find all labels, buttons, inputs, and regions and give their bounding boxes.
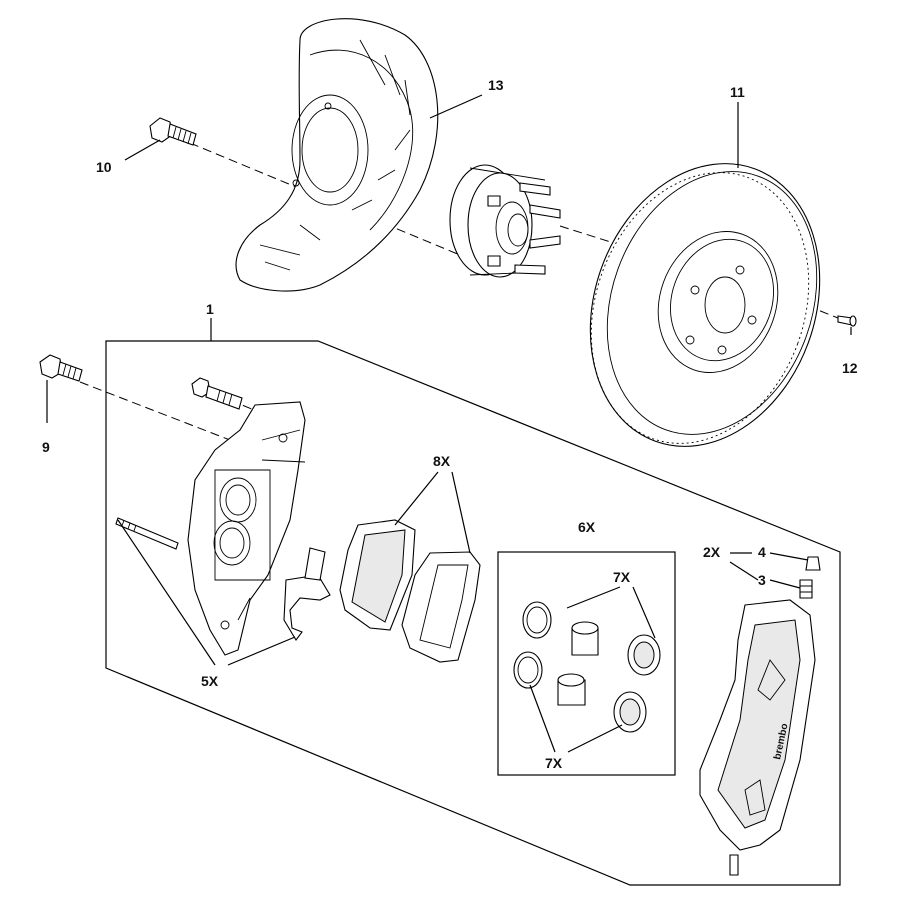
bleeder-cap-4 bbox=[805, 556, 821, 571]
label-8x: 8X bbox=[433, 453, 451, 469]
seal-kit-box bbox=[497, 551, 676, 776]
spring-clip bbox=[283, 547, 331, 641]
label-10: 10 bbox=[96, 159, 112, 175]
axis-line-lower bbox=[79, 381, 231, 441]
label-6x: 6X bbox=[578, 519, 596, 535]
caliper-inner-half bbox=[187, 401, 306, 656]
brake-rotor bbox=[589, 163, 821, 447]
label-12: 12 bbox=[842, 360, 858, 376]
label-1: 1 bbox=[206, 301, 214, 317]
brake-pad-rear bbox=[401, 551, 481, 663]
wheel-hub bbox=[449, 164, 561, 278]
label-4: 4 bbox=[758, 544, 766, 560]
bolt-9 bbox=[39, 354, 83, 382]
label-13: 13 bbox=[488, 77, 504, 93]
label-7x-bottom: 7X bbox=[545, 755, 563, 771]
axis-line-hub-rotor bbox=[559, 225, 621, 246]
label-7x-top: 7X bbox=[613, 569, 631, 585]
caliper-bolt bbox=[191, 377, 243, 410]
guide-pin bbox=[115, 517, 179, 550]
label-9: 9 bbox=[42, 439, 50, 455]
assembly-outline-box bbox=[105, 340, 841, 886]
caliper-outer-half: brembo bbox=[699, 599, 816, 876]
label-5x: 5X bbox=[201, 673, 219, 689]
bolt-10 bbox=[149, 117, 197, 146]
label-3: 3 bbox=[758, 572, 766, 588]
brake-pad-front bbox=[339, 519, 416, 631]
locating-pin-12 bbox=[837, 315, 857, 327]
leader-lines bbox=[46, 94, 852, 753]
callout-labels: 13 11 10 12 1 9 8X 5X 6X 7X 7X 2X 4 3 bbox=[42, 77, 858, 771]
label-2x: 2X bbox=[703, 544, 721, 560]
label-11: 11 bbox=[730, 84, 745, 100]
bleeder-screw-3 bbox=[799, 579, 813, 599]
seal-kit-contents bbox=[513, 601, 661, 733]
dust-shield bbox=[235, 18, 439, 292]
